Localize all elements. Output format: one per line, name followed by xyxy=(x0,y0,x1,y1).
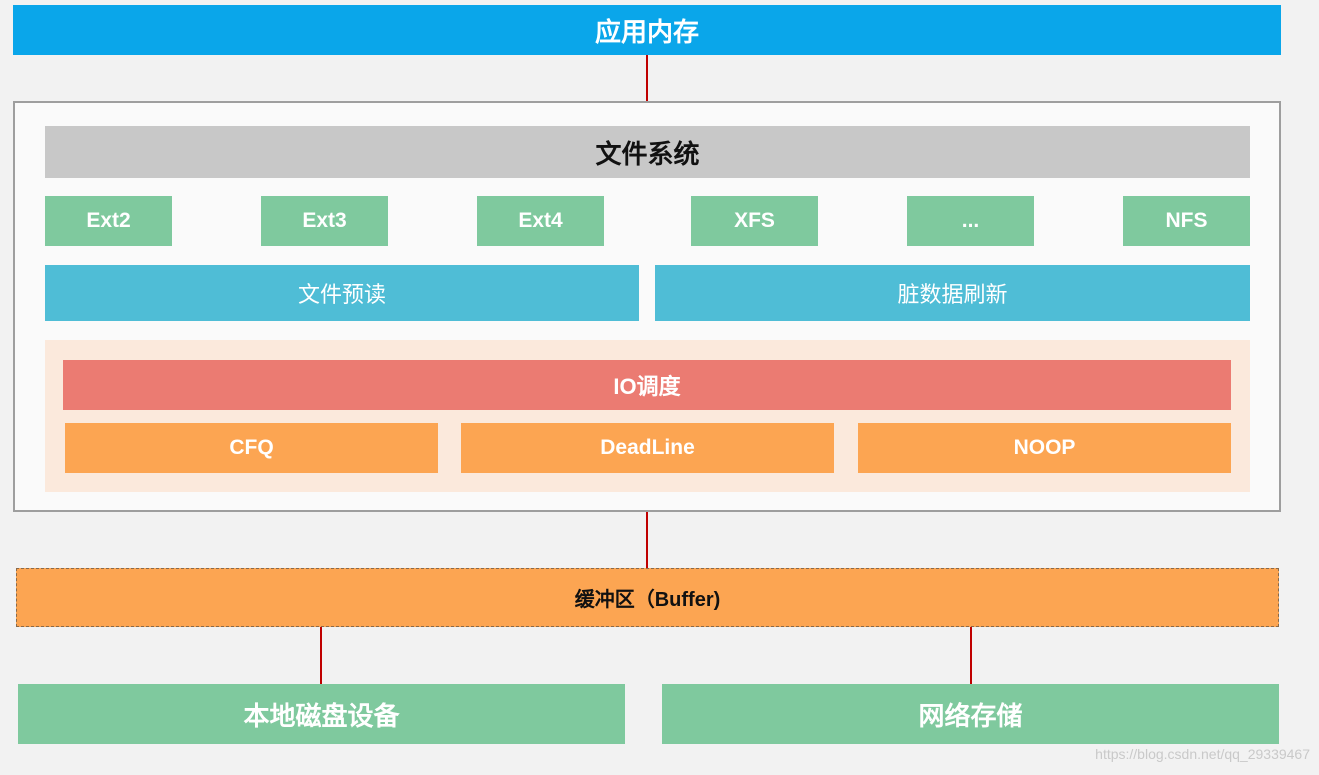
fs-type-xfs: XFS xyxy=(691,196,818,246)
fs-type-nfs: NFS xyxy=(1123,196,1250,246)
feature-dirty-flush: 脏数据刷新 xyxy=(655,265,1250,321)
fs-type-ext2: Ext2 xyxy=(45,196,172,246)
connector-fs-buffer xyxy=(646,512,648,568)
watermark: https://blog.csdn.net/qq_29339467 xyxy=(1095,746,1310,762)
storage-local-disk: 本地磁盘设备 xyxy=(18,684,625,744)
io-scheduler-title: IO调度 xyxy=(63,360,1231,410)
scheduler-cfq: CFQ xyxy=(65,423,438,473)
connector-buffer-local xyxy=(320,627,322,684)
feature-readahead: 文件预读 xyxy=(45,265,639,321)
fs-type-ext3: Ext3 xyxy=(261,196,388,246)
scheduler-noop: NOOP xyxy=(858,423,1231,473)
scheduler-deadline: DeadLine xyxy=(461,423,834,473)
app-memory-box: 应用内存 xyxy=(13,5,1281,55)
filesystem-title: 文件系统 xyxy=(45,126,1250,178)
connector-buffer-network xyxy=(970,627,972,684)
storage-network: 网络存储 xyxy=(662,684,1279,744)
buffer-box: 缓冲区（Buffer) xyxy=(16,568,1279,627)
fs-type-more: ... xyxy=(907,196,1034,246)
fs-type-ext4: Ext4 xyxy=(477,196,604,246)
connector-app-fs xyxy=(646,55,648,101)
